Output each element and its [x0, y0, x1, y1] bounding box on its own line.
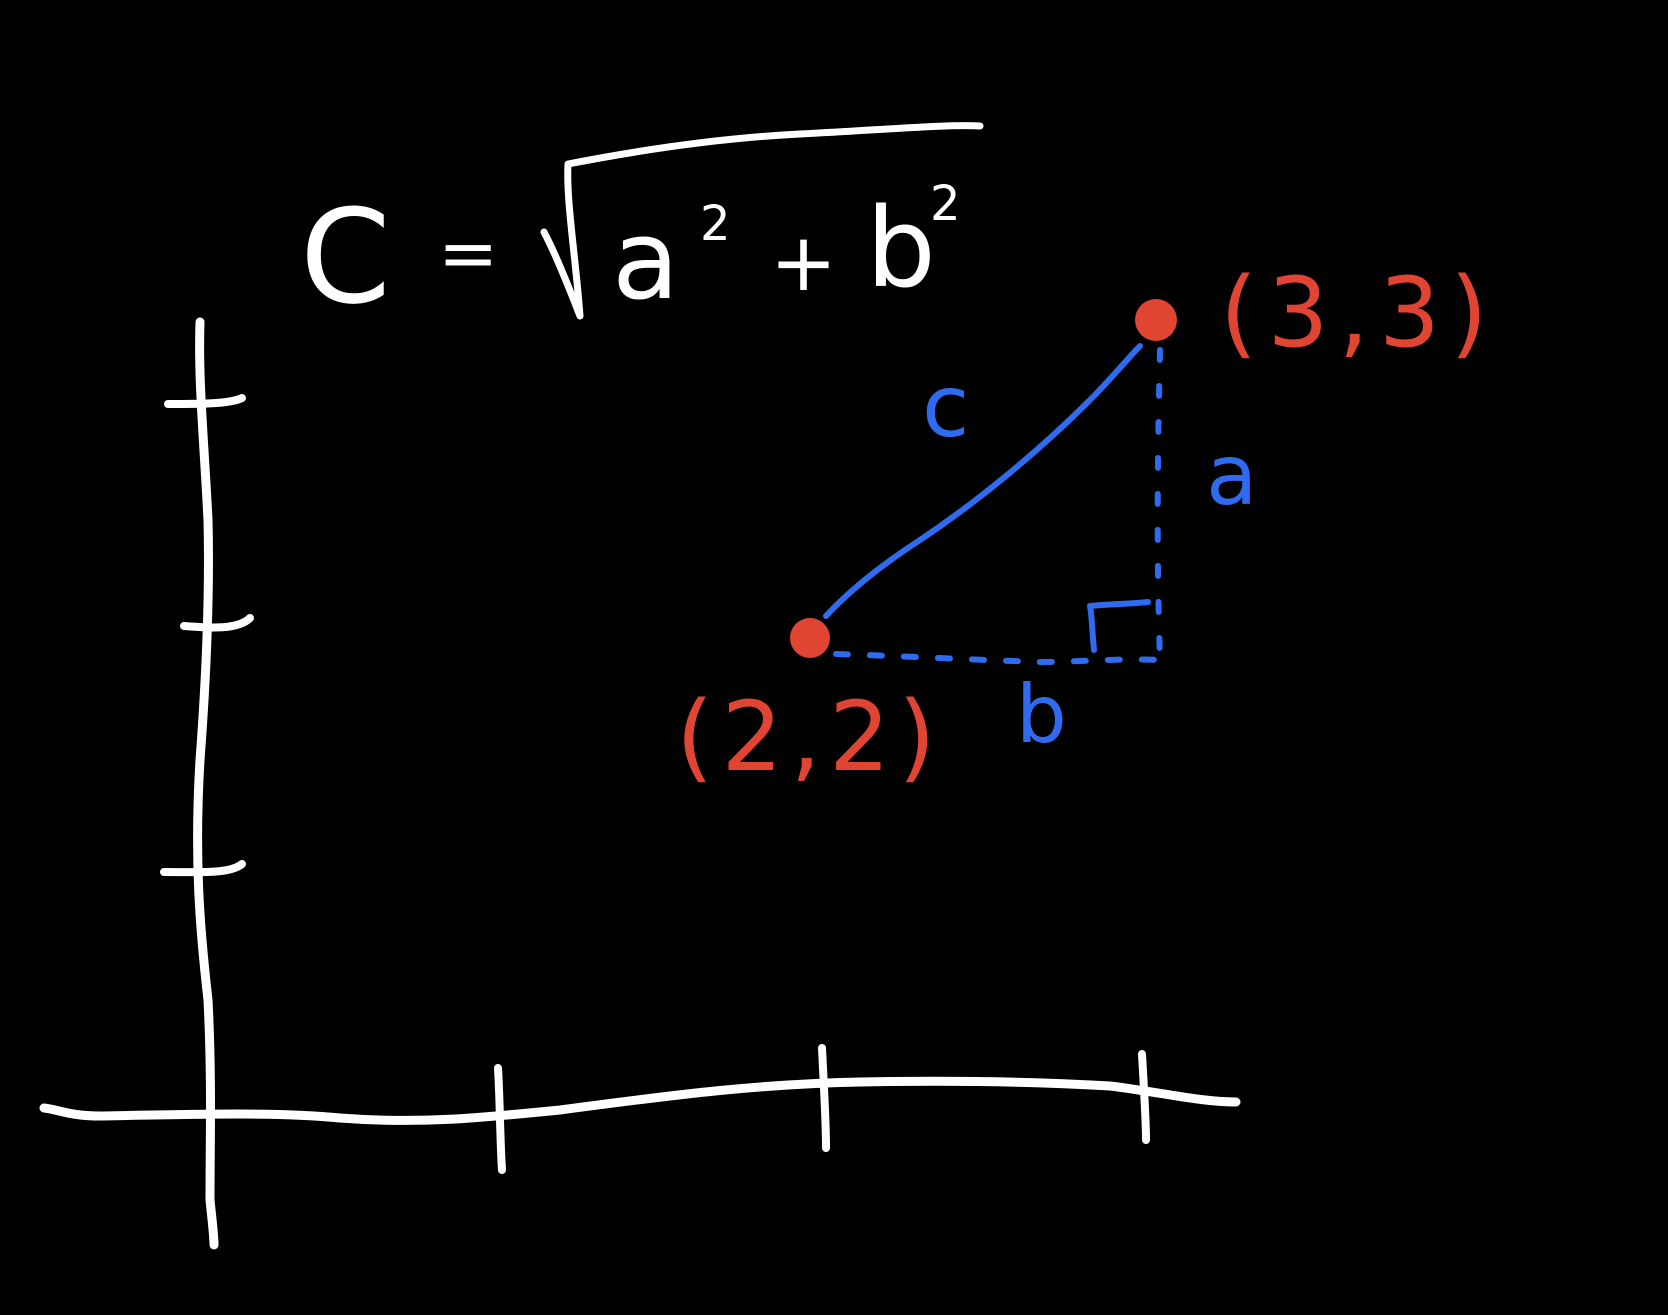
hypotenuse-label: c	[922, 357, 969, 457]
y-tick-1	[164, 394, 246, 408]
coordinate-axes	[39, 317, 1241, 1250]
y-axis	[193, 317, 219, 1250]
square-root-sign	[540, 122, 984, 320]
formula-equals: =	[438, 211, 498, 295]
x-tick-3	[1138, 1050, 1150, 1144]
horizontal-side-label: b	[1016, 668, 1067, 761]
point-2-2	[790, 618, 830, 658]
distance-formula: C = a 2 + b 2	[300, 122, 984, 333]
formula-plus: +	[770, 216, 837, 309]
formula-b-exponent: 2	[930, 176, 961, 232]
x-tick-1	[494, 1064, 506, 1174]
vertical-side-label: a	[1206, 426, 1257, 524]
y-tick-3	[160, 860, 246, 877]
horizontal-leg-dashed	[833, 651, 1163, 665]
formula-c: C	[300, 181, 391, 333]
x-axis	[39, 1076, 1241, 1125]
point-label-2-2: (2,2)	[676, 681, 944, 793]
point-label-3-3: (3,3)	[1220, 257, 1498, 369]
vertical-leg-dashed	[1154, 347, 1163, 663]
right-angle-marker	[1087, 599, 1151, 653]
formula-a-exponent: 2	[700, 196, 731, 252]
formula-a: a	[612, 196, 679, 324]
x-tick-2	[818, 1044, 830, 1152]
point-3-3	[1135, 299, 1177, 341]
y-tick-2	[180, 614, 254, 632]
formula-b: b	[866, 184, 936, 312]
hypotenuse-line	[823, 343, 1143, 619]
right-triangle	[823, 343, 1163, 665]
